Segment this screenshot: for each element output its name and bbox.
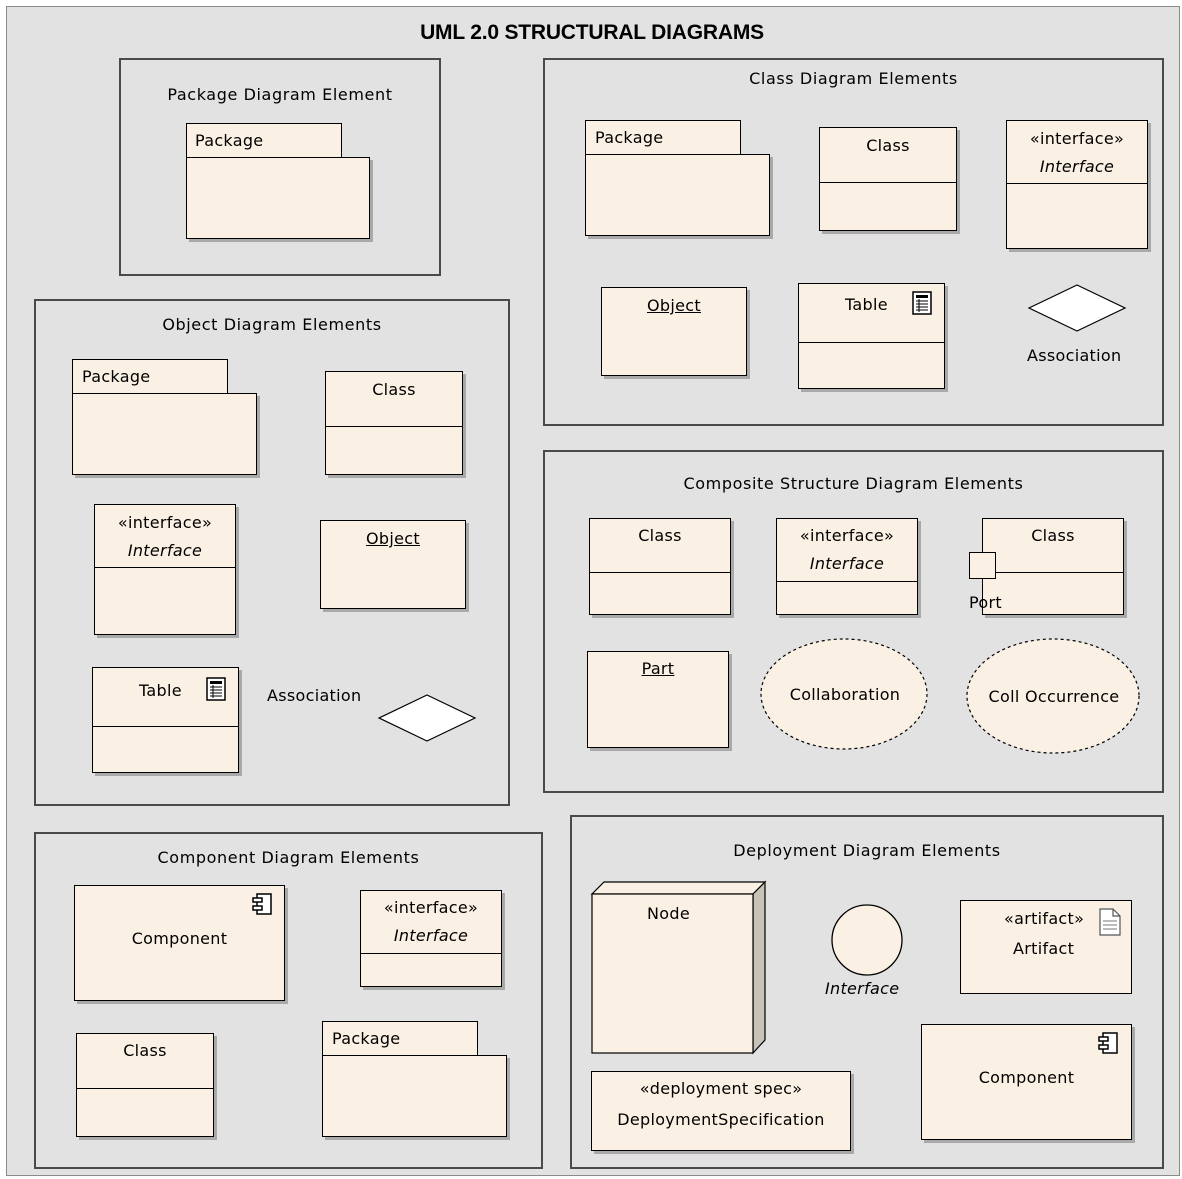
- association-label: Association: [1027, 346, 1122, 365]
- interface-label: Interface: [393, 926, 469, 945]
- artifact-stereotype: «artifact»: [1004, 909, 1085, 928]
- table-label: Table: [845, 295, 888, 314]
- artifact-element[interactable]: «artifact» Artifact: [960, 900, 1132, 994]
- interface-stereotype: «interface»: [383, 898, 479, 917]
- diagram-canvas: UML 2.0 STRUCTURAL DIAGRAMS Package Diag…: [6, 6, 1180, 1176]
- deployment-spec-stereotype: «deployment spec»: [639, 1079, 803, 1098]
- class-label: Class: [866, 136, 910, 155]
- class-label: Class: [123, 1041, 167, 1060]
- interface-stereotype: «interface»: [117, 513, 213, 532]
- artifact-label: Artifact: [1013, 939, 1075, 958]
- composite-structure-label: Composite Structure Diagram Elements: [683, 474, 1024, 493]
- component-element[interactable]: Component: [921, 1024, 1132, 1140]
- object-element[interactable]: Object: [320, 520, 466, 609]
- deployment-spec-element[interactable]: «deployment spec» DeploymentSpecificatio…: [591, 1071, 851, 1151]
- component-icon: [252, 893, 272, 915]
- interface-element[interactable]: «interface» Interface: [94, 504, 236, 635]
- node-label: Node: [647, 904, 690, 923]
- table-label: Table: [139, 681, 182, 700]
- table-element[interactable]: Table: [92, 667, 239, 773]
- collaboration-ellipse: [760, 638, 928, 750]
- interface-element[interactable]: «interface» Interface: [1006, 120, 1148, 249]
- interface-element[interactable]: «interface» Interface: [360, 890, 502, 987]
- class-label: Class: [638, 526, 682, 545]
- class-diagram-frame: Class Diagram Elements: [543, 58, 1164, 426]
- object-diagram-label: Object Diagram Elements: [162, 315, 382, 334]
- component-element[interactable]: Component: [74, 885, 285, 1001]
- class-label: Class: [372, 380, 416, 399]
- coll-occurrence-label: Coll Occurrence: [988, 687, 1120, 706]
- class-element[interactable]: Class: [76, 1033, 214, 1137]
- package-label: Package: [82, 367, 151, 386]
- component-diagram-label: Component Diagram Elements: [157, 848, 420, 867]
- deployment-diagram-label: Deployment Diagram Elements: [733, 841, 1001, 860]
- class-diagram-label: Class Diagram Elements: [749, 69, 958, 88]
- component-label: Component: [978, 1068, 1075, 1087]
- package-label: Package: [332, 1029, 401, 1048]
- component-diagram-frame: Component Diagram Elements: [34, 832, 543, 1169]
- coll-occurrence-ellipse: [966, 638, 1140, 754]
- diagram-title: UML 2.0 STRUCTURAL DIAGRAMS: [420, 21, 764, 44]
- deployment-spec-label: DeploymentSpecification: [617, 1110, 825, 1129]
- table-element[interactable]: Table: [798, 283, 945, 389]
- document-icon: [1099, 908, 1121, 936]
- diamond-icon: [377, 694, 477, 742]
- deployment-diagram-frame: Deployment Diagram Elements: [570, 815, 1164, 1169]
- interface-label: Interface: [809, 554, 885, 573]
- interface-circle-icon: [831, 904, 903, 976]
- class-element[interactable]: Class: [325, 371, 463, 475]
- table-icon: [206, 677, 226, 701]
- interface-element[interactable]: «interface» Interface: [776, 518, 918, 615]
- interface-label: Interface: [825, 979, 900, 998]
- collaboration-label: Collaboration: [789, 685, 901, 704]
- class-element[interactable]: Class: [589, 518, 731, 615]
- table-icon: [912, 291, 932, 315]
- object-element[interactable]: Object: [601, 287, 747, 376]
- part-label: Part: [641, 659, 675, 678]
- package-diagram-label: Package Diagram Element: [167, 85, 393, 104]
- port-label: Port: [969, 593, 1002, 612]
- interface-stereotype: «interface»: [1029, 129, 1125, 148]
- diamond-icon: [1027, 284, 1127, 332]
- class-with-port-element[interactable]: Class: [982, 518, 1124, 615]
- class-element[interactable]: Class: [819, 127, 957, 231]
- object-label: Object: [647, 296, 701, 315]
- object-label: Object: [366, 529, 420, 548]
- part-element[interactable]: Part: [587, 651, 729, 748]
- association-label: Association: [267, 686, 362, 705]
- component-icon: [1098, 1032, 1118, 1054]
- port-icon[interactable]: [969, 552, 996, 579]
- object-diagram-frame: Object Diagram Elements: [34, 299, 510, 806]
- interface-label: Interface: [127, 541, 203, 560]
- composite-structure-frame: Composite Structure Diagram Elements: [543, 450, 1164, 793]
- component-label: Component: [131, 929, 228, 948]
- class-label: Class: [1031, 526, 1075, 545]
- interface-label: Interface: [1039, 157, 1115, 176]
- interface-stereotype: «interface»: [799, 526, 895, 545]
- package-label: Package: [595, 128, 664, 147]
- node-cube: [590, 880, 767, 1055]
- package-label: Package: [195, 131, 264, 150]
- package-diagram-frame: Package Diagram Element: [119, 58, 441, 276]
